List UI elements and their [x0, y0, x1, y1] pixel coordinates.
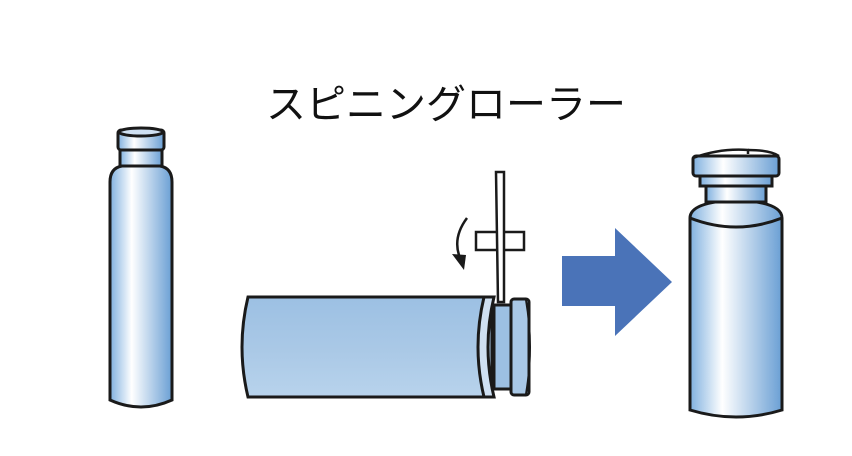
uncapped-vial: [108, 126, 174, 409]
rotation-arrow-icon: [452, 217, 469, 270]
diagram-title: スピニングローラー: [266, 82, 626, 128]
process-arrow-icon: [562, 228, 672, 336]
spinning-roller: [474, 170, 526, 304]
crimped-vial: [688, 148, 784, 419]
vial-being-crimped: [240, 295, 531, 399]
